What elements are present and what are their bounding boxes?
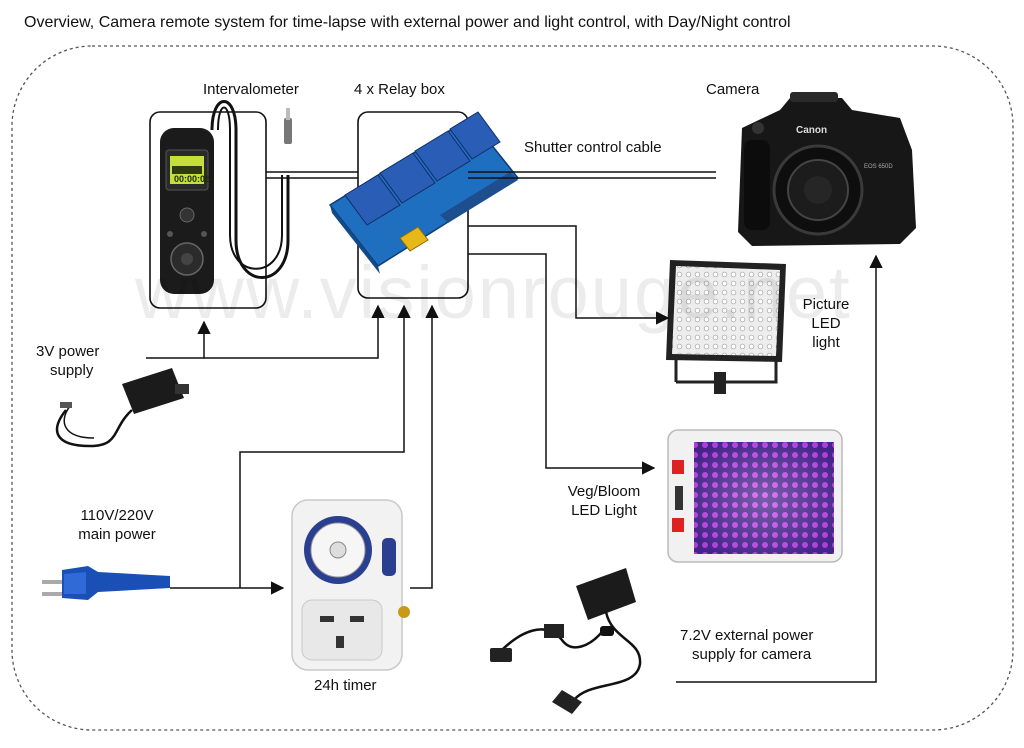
label-shutter-cable: Shutter control cable: [524, 139, 662, 156]
connection-lines: [146, 171, 883, 683]
led-panel-icon: [666, 260, 786, 394]
label-main-power-line2: main power: [78, 526, 156, 543]
intervalometer-to-relay-cable: [266, 171, 358, 179]
camera-icon: Canon EOS 650D: [738, 92, 916, 246]
label-ext-power-line2: supply for camera: [692, 646, 812, 663]
relay-to-picture-led-line: [468, 225, 670, 325]
label-relay-box: 4 x Relay box: [354, 81, 445, 98]
dashed-frame: [11, 45, 1014, 731]
label-picture-led: Picture LED light: [788, 295, 864, 352]
ext-power-to-camera-line: [676, 254, 883, 683]
label-veg-bloom-line1: Veg/Bloom: [567, 483, 641, 500]
timer-icon: [291, 499, 410, 671]
camera-model-text: EOS 650D: [864, 164, 893, 170]
camera-brand-text: Canon: [796, 125, 827, 136]
label-main-power: 110V/220V main power: [58, 506, 176, 544]
label-3v-line2: supply: [50, 362, 94, 379]
grow-light-icon: [667, 429, 843, 563]
camera-battery-adapter-icon: [490, 568, 642, 714]
main-to-relay-line: [239, 304, 411, 588]
label-picture-led-line2: LED: [811, 315, 841, 332]
label-picture-led-line3: light: [812, 334, 840, 351]
wall-plug-icon: [42, 566, 170, 600]
relay-board-icon: [328, 111, 520, 274]
label-3v-power: 3V power supply: [36, 342, 99, 380]
diagram-title: Overview, Camera remote system for time-…: [24, 14, 791, 31]
3v-to-relay-line: [204, 304, 385, 359]
label-ext-power-line1: 7.2V external power: [680, 627, 814, 644]
watermark: www.visionrouge.net: [135, 251, 852, 334]
shutter-control-cable: [468, 171, 716, 179]
label-veg-bloom-line2: LED Light: [571, 502, 637, 519]
label-veg-bloom: Veg/Bloom LED Light: [554, 482, 654, 520]
timer-to-relay-line: [410, 304, 439, 589]
label-intervalometer: Intervalometer: [203, 81, 299, 98]
label-main-power-line1: 110V/220V: [80, 507, 154, 524]
label-timer: 24h timer: [314, 677, 377, 694]
label-picture-led-line1: Picture: [802, 296, 850, 313]
label-ext-power: 7.2V external power supply for camera: [680, 626, 813, 664]
intervalometer-box: [149, 111, 267, 309]
intervalometer-screen-text: 00:00:05: [174, 174, 210, 184]
power-adapter-icon: [55, 368, 189, 448]
intervalometer-icon: [160, 100, 292, 294]
relay-to-grow-light-line: [468, 253, 656, 475]
label-camera: Camera: [706, 81, 760, 98]
label-3v-line1: 3V power: [36, 343, 100, 360]
